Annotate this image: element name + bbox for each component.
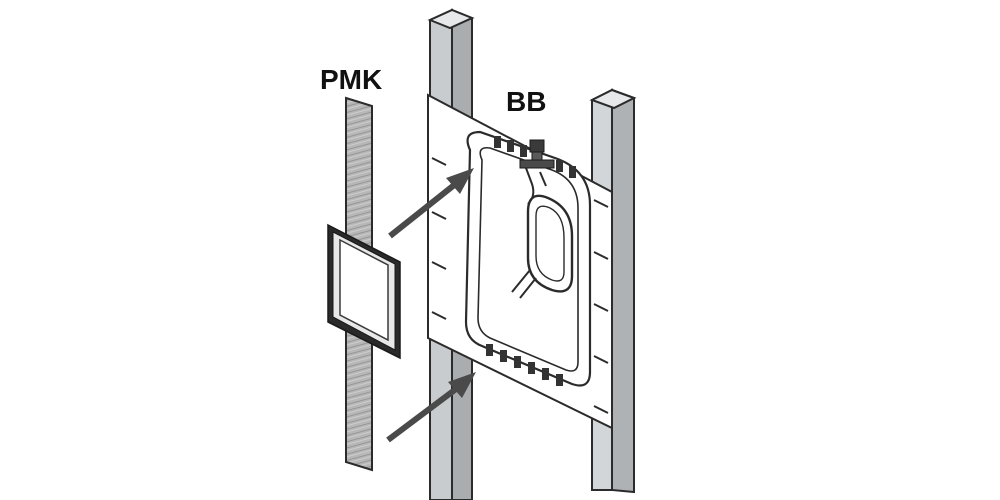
- bb-top-clamps: [494, 136, 576, 178]
- bb-right-edge-slots: [593, 199, 609, 414]
- lower-arrow: [386, 372, 476, 443]
- pmk-strip: [327, 96, 401, 472]
- bb-left-edge-slots: [431, 157, 447, 320]
- pmk-label: PMK: [320, 64, 383, 95]
- bb-panel: [427, 93, 613, 430]
- right-post-top-face: [589, 88, 637, 110]
- bb-bottom-clamps: [486, 344, 563, 386]
- bb-neck: [525, 167, 547, 205]
- pmk-frame-window: [339, 238, 389, 342]
- bb-port-fitting: [519, 139, 555, 169]
- upper-arrow: [388, 168, 474, 239]
- right-post-side-face: [611, 88, 635, 494]
- bb-bag-seam: [477, 146, 579, 372]
- bb-label: BB: [506, 86, 547, 117]
- left-post-top-face: [427, 8, 475, 30]
- bb-handle-loop: [526, 194, 574, 293]
- bb-handle-inner: [535, 205, 565, 282]
- bb-handle-stem: [511, 269, 537, 299]
